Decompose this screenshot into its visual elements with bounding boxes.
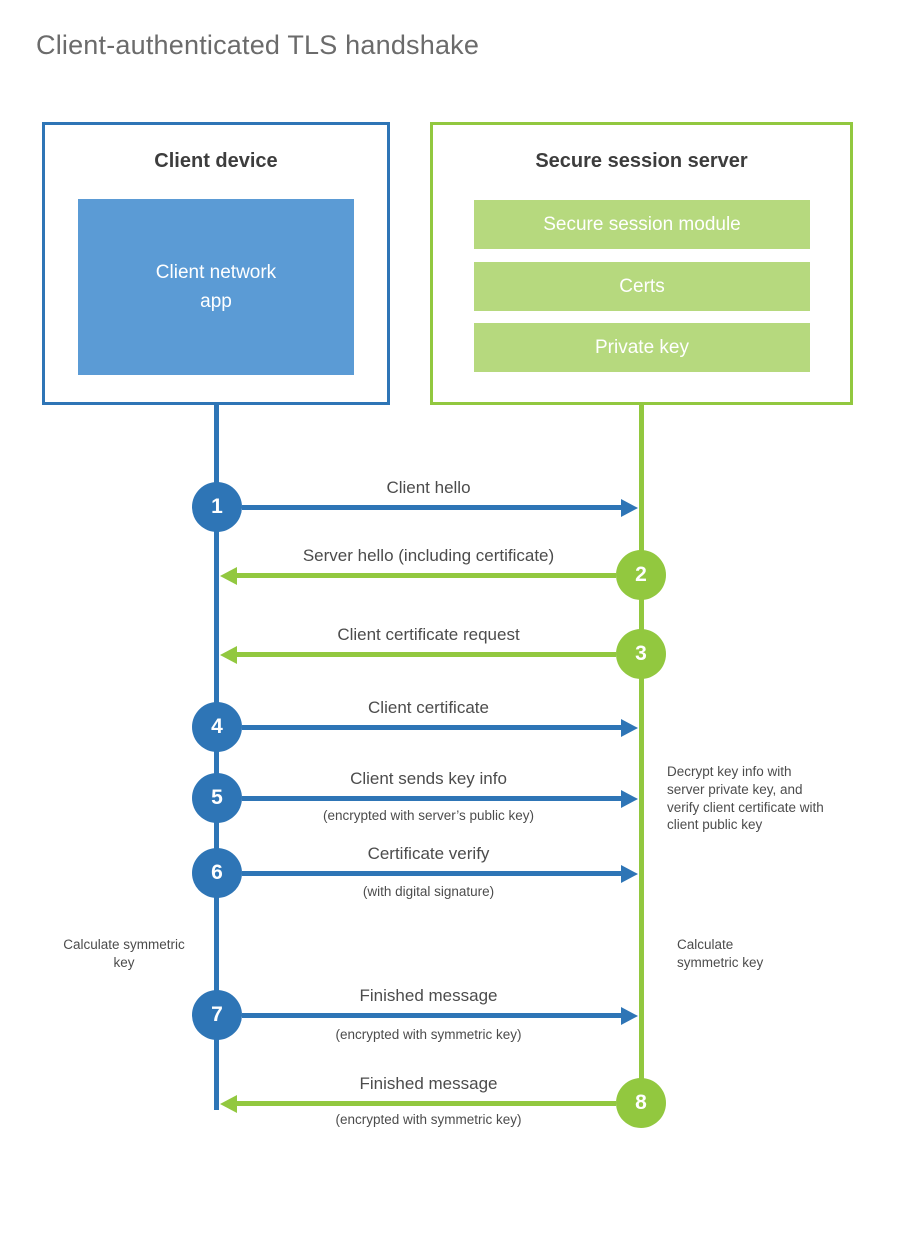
client-device-box: Client device Client network app [42, 122, 390, 405]
flow-label: Client certificate request [337, 625, 520, 644]
client-calculate-note: Calculate symmetric key [63, 937, 185, 970]
step-circle-6: 6 [192, 848, 242, 898]
flow-label: Server hello (including certificate) [302, 546, 555, 565]
step-circle-7: 7 [192, 990, 242, 1040]
server-lifeline [639, 405, 644, 1104]
server-module-secure-session: Secure session module [474, 200, 810, 249]
secure-session-server-title: Secure session server [535, 150, 748, 172]
flow-arrow-right-icon [242, 718, 638, 737]
decrypt-key-info-note: Decrypt key info with server private key… [667, 764, 824, 833]
server-calculate-note: Calculate symmetric key [677, 937, 764, 970]
flow-arrow-right-icon [242, 789, 638, 808]
flow-label: Client certificate [368, 698, 489, 717]
flow-arrow-right-icon [242, 864, 638, 883]
client-network-app-box: Client network app [78, 199, 354, 375]
flow-arrow-left-icon [220, 1094, 616, 1113]
step-circle-5: 5 [192, 773, 242, 823]
step-circle-2: 2 [616, 550, 666, 600]
flow-sublabel: (encrypted with server’s public key) [322, 808, 535, 823]
client-lifeline [214, 405, 219, 1110]
client-device-title: Client device [154, 150, 278, 172]
step-circle-1: 1 [192, 482, 242, 532]
secure-session-server-box: Secure session server Secure session mod… [430, 122, 853, 405]
flow-sublabel: (encrypted with symmetric key) [335, 1112, 522, 1127]
step-circle-8: 8 [616, 1078, 666, 1128]
flow-label: Finished message [359, 1074, 498, 1093]
server-module-private-key: Private key [474, 323, 810, 372]
step-circle-4: 4 [192, 702, 242, 752]
flow-arrow-right-icon [242, 1006, 638, 1025]
flow-arrow-right-icon [242, 498, 638, 517]
flow-label: Certificate verify [367, 844, 490, 863]
flow-label: Client hello [386, 478, 471, 497]
flow-sublabel: (with digital signature) [362, 884, 495, 899]
flow-label: Client sends key info [350, 769, 507, 788]
step-circle-3: 3 [616, 629, 666, 679]
flow-sublabel: (encrypted with symmetric key) [335, 1027, 522, 1042]
page-title: Client-authenticated TLS handshake [36, 30, 480, 60]
flow-arrow-left-icon [220, 645, 616, 664]
flow-arrow-left-icon [220, 566, 616, 585]
flow-label: Finished message [359, 986, 498, 1005]
server-module-certs: Certs [474, 262, 810, 311]
